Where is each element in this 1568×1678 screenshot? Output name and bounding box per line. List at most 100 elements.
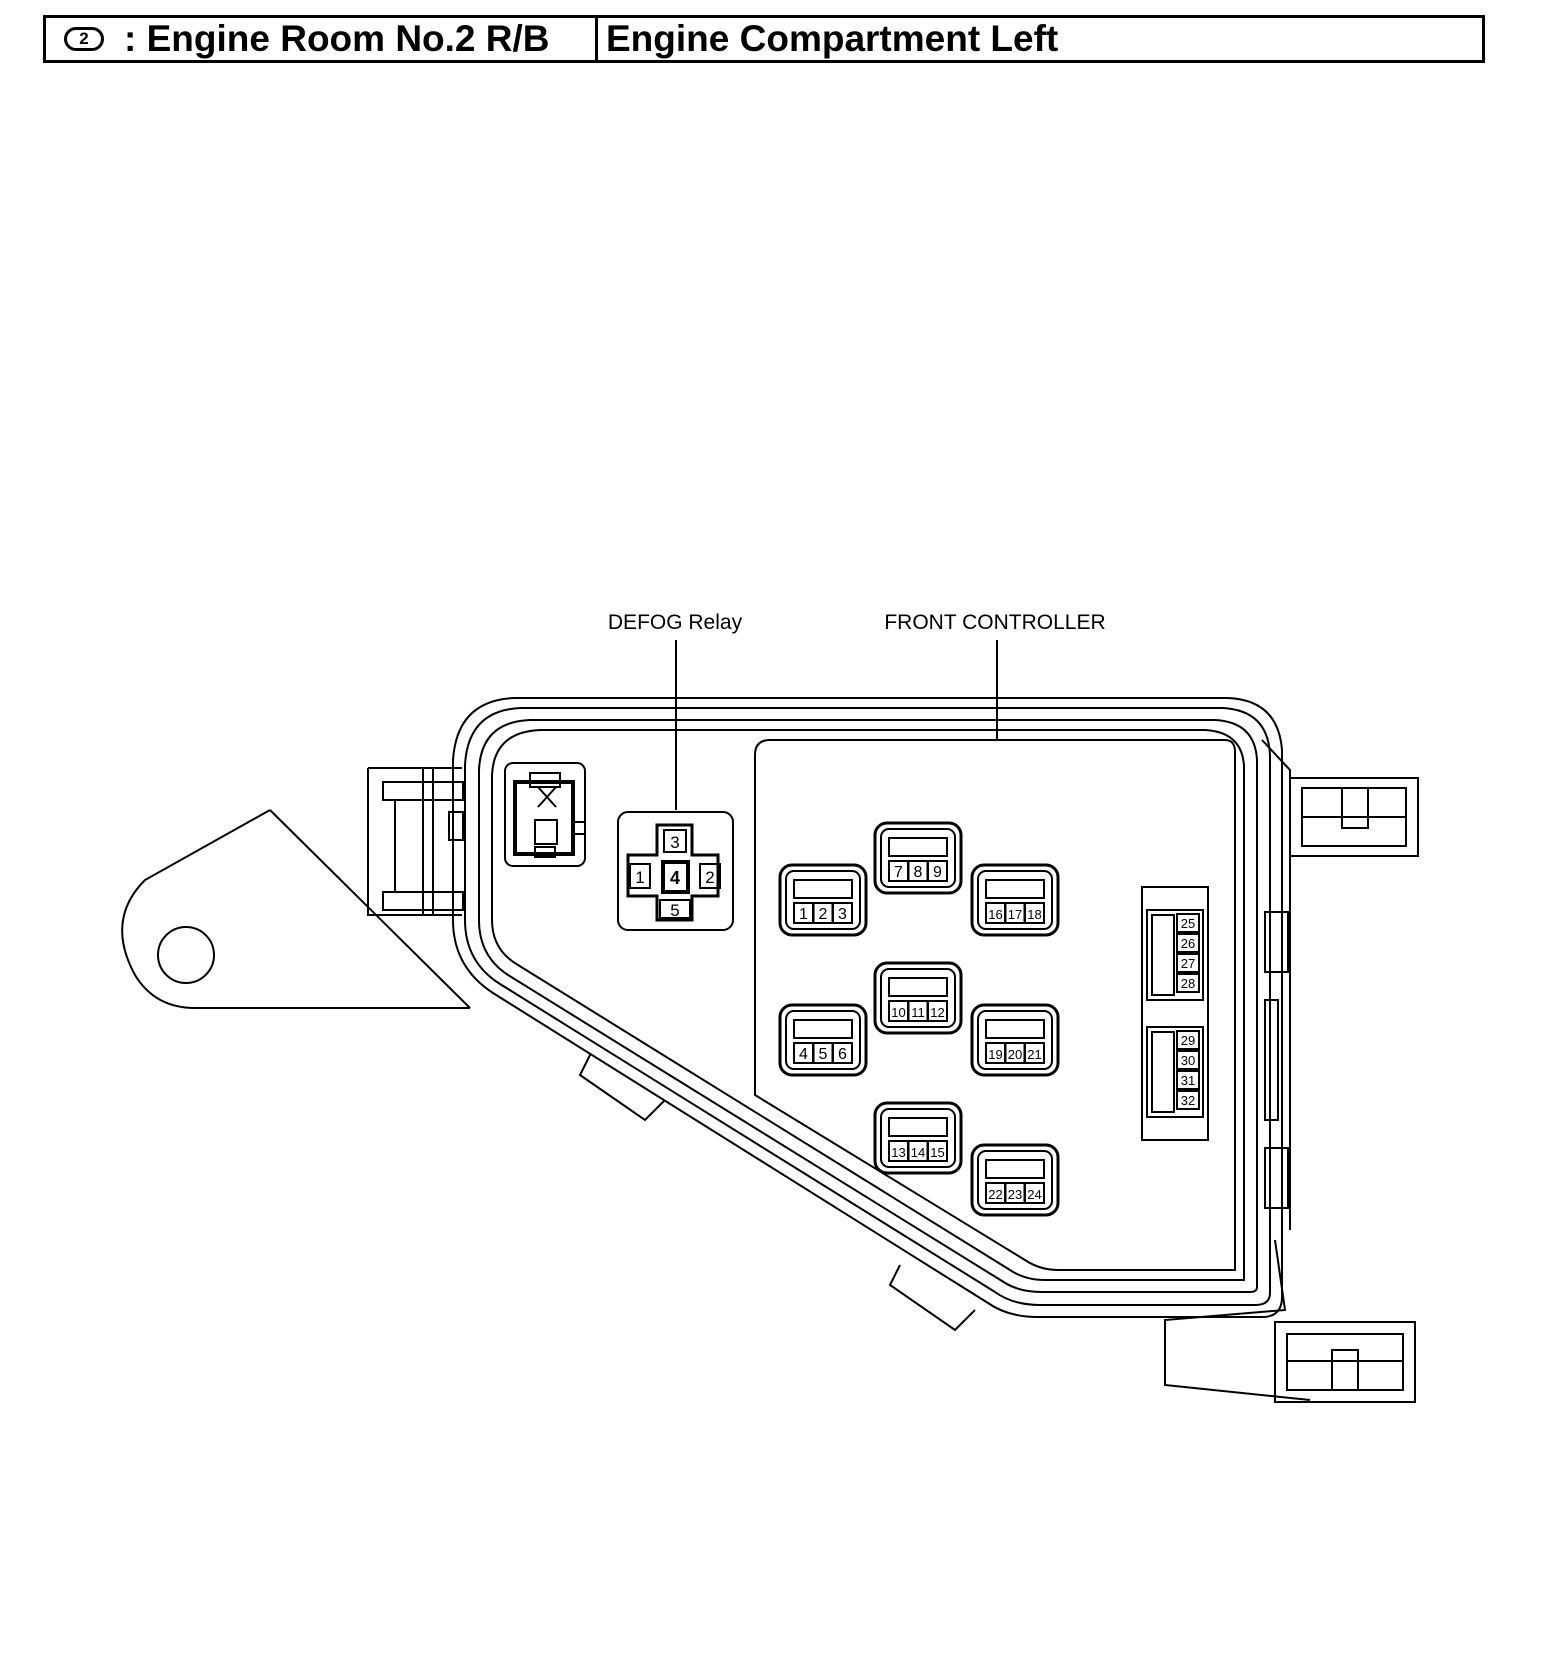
connector-c8: 22 23 24 — [970, 1143, 1060, 1217]
relay-pin-2 — [699, 863, 721, 889]
connector-pin — [927, 1140, 948, 1162]
side-connector-pin — [1176, 1090, 1200, 1110]
connector-outer — [778, 863, 868, 937]
header-left-cell: 2 : Engine Room No.2 R/B — [46, 18, 598, 60]
connector-latch — [985, 1159, 1045, 1179]
connector-inner — [880, 1108, 956, 1168]
side-connector-body — [1146, 1026, 1204, 1118]
connector-pin-label: 10 — [891, 1005, 905, 1020]
connector-latch — [793, 1019, 853, 1039]
relay-pin-2-label: 2 — [705, 868, 714, 887]
relay-pin-5-label: 5 — [670, 901, 679, 920]
connector-latch — [985, 1019, 1045, 1039]
side-connector-body — [1146, 909, 1204, 1001]
connector-pin-label: 12 — [930, 1005, 944, 1020]
connector-pin-label: 14 — [911, 1145, 925, 1160]
relay-pin-1-label: 1 — [635, 868, 644, 887]
connector-inner — [977, 1150, 1053, 1210]
connector-inner — [880, 828, 956, 888]
side-connector-pin-label: 31 — [1181, 1073, 1195, 1088]
connector-pin-label: 23 — [1008, 1187, 1022, 1202]
side-connector-latch — [1151, 914, 1175, 996]
connector-outer — [970, 1143, 1060, 1217]
connector-inner — [880, 968, 956, 1028]
connector-pin — [927, 1000, 948, 1022]
connector-outer — [970, 863, 1060, 937]
lower-tabs — [578, 1054, 976, 1332]
defog-relay-label: DEFOG Relay — [608, 611, 743, 634]
circled-number-badge: 2 — [64, 27, 104, 51]
relay-pin-4 — [661, 860, 690, 894]
connector-pin — [832, 902, 853, 924]
side-connector-pin — [1176, 1070, 1200, 1090]
connector-pin — [1024, 902, 1045, 924]
connector-pin-label: 17 — [1008, 907, 1022, 922]
connector-c6: 16 17 18 — [970, 863, 1060, 937]
connector-pin-label: 7 — [894, 864, 903, 881]
connector-pin-label: 22 — [988, 1187, 1002, 1202]
connector-outer — [970, 1003, 1060, 1077]
side-connector-pin-label: 30 — [1181, 1053, 1195, 1068]
connector-pin-label: 16 — [988, 907, 1002, 922]
side-connector-pin-label: 29 — [1181, 1033, 1195, 1048]
connector-pin-label: 5 — [819, 1046, 828, 1063]
side-connector-pin-label: 27 — [1181, 956, 1195, 971]
connector-outer — [873, 961, 963, 1035]
diagram-header: 2 : Engine Room No.2 R/B Engine Compartm… — [43, 15, 1485, 63]
connector-outer — [778, 1003, 868, 1077]
connector-pin-label: 4 — [799, 1046, 808, 1063]
relay-pin-3-label: 3 — [670, 833, 679, 852]
connector-pin-label: 11 — [911, 1005, 925, 1020]
defog-relay: 3 1 4 2 5 — [617, 811, 734, 931]
connector-pin-label: 24 — [1027, 1187, 1041, 1202]
connector-inner — [977, 870, 1053, 930]
side-connector-pin — [1176, 1050, 1200, 1070]
mounting-bracket — [121, 767, 471, 1009]
side-connector-pin — [1176, 953, 1200, 973]
relay-pin-4-label: 4 — [670, 868, 680, 888]
connector-pin-label: 15 — [930, 1145, 944, 1160]
side-connector-latch — [1151, 1031, 1175, 1113]
connector-pin — [927, 860, 948, 882]
side-connector-pin — [1176, 913, 1200, 933]
connector-pin-label: 6 — [838, 1046, 847, 1063]
connector-latch — [793, 879, 853, 899]
side-connector-s1: 25 26 27 28 — [1146, 909, 1204, 1001]
right-shell — [1164, 739, 1419, 1403]
side-connector-pin-label: 32 — [1181, 1093, 1195, 1108]
side-connector-s2: 29 30 31 32 — [1146, 1026, 1204, 1118]
connector-pin-label: 9 — [933, 864, 942, 881]
relay-pin-5 — [659, 899, 691, 919]
front-controller-panel — [754, 739, 1236, 1271]
connector-latch — [888, 1117, 948, 1137]
connector-latch — [985, 879, 1045, 899]
side-connector-pin — [1176, 1030, 1200, 1050]
connector-inner — [785, 870, 861, 930]
connector-outer — [873, 1101, 963, 1175]
front-controller-label: FRONT CONTROLLER — [884, 611, 1105, 634]
connector-pin — [832, 1042, 853, 1064]
connector-latch — [888, 977, 948, 997]
side-connector-pin-label: 26 — [1181, 936, 1195, 951]
connector-pin-label: 20 — [1008, 1047, 1022, 1062]
connector-inner — [785, 1010, 861, 1070]
connector-pin-label: 19 — [988, 1047, 1002, 1062]
side-connector-housing — [1141, 886, 1209, 1141]
connector-pin — [1024, 1042, 1045, 1064]
mounting-hole — [157, 926, 215, 984]
side-connector-pin-label: 25 — [1181, 916, 1195, 931]
connector-pin — [1024, 1182, 1045, 1204]
relay-pin-3 — [663, 829, 687, 853]
connector-c7: 19 20 21 — [970, 1003, 1060, 1077]
side-connector-pin-label: 28 — [1181, 976, 1195, 991]
housing-outline — [452, 697, 1283, 1318]
relay-pin-1 — [629, 863, 651, 889]
connector-pin-label: 18 — [1027, 907, 1041, 922]
connector-pin-label: 21 — [1027, 1047, 1041, 1062]
